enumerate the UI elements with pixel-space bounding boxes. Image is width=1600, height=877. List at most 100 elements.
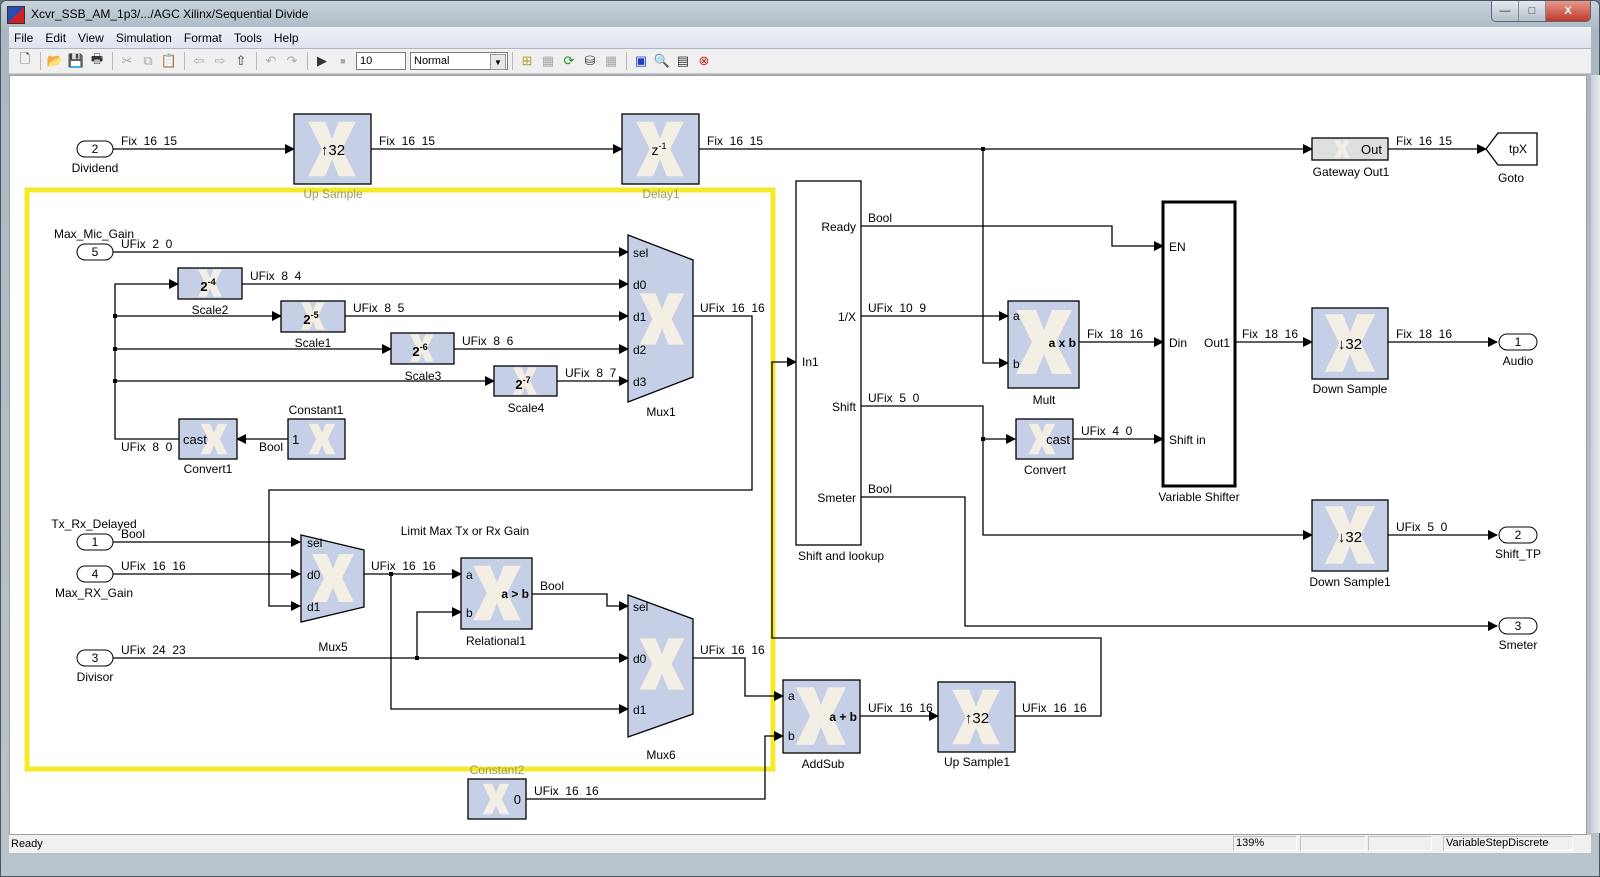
block-scale4[interactable]: 2-7 Scale4 [493,365,558,415]
block-name: Convert1 [184,462,233,476]
simulation-mode-select[interactable]: Normal ▼ [410,52,508,70]
block-addsub[interactable]: a b a + b AddSub [782,679,861,771]
undo-icon[interactable]: ↶ [265,53,277,68]
block-convert1[interactable]: cast Convert1 [178,418,238,476]
block-name: Constant1 [289,403,344,417]
port-label: d2 [633,343,647,357]
outport-smeter[interactable]: 3 Smeter [1498,617,1538,652]
status-cell [1368,836,1432,851]
maximize-button[interactable]: □ [1519,1,1546,21]
forward-icon[interactable]: ⇨ [214,53,226,68]
block-mux5[interactable]: sel d0 d1 Mux5 [300,534,365,654]
menu-format[interactable]: Format [183,30,222,45]
block-name: Scale3 [405,369,442,383]
block-up-sample[interactable]: ↑32 Up Sample [293,113,372,201]
block-down-sample1[interactable]: ↓32 Down Sample1 [1309,499,1391,589]
block-up-sample1[interactable]: ↑32 Up Sample1 [937,681,1016,769]
copy-icon[interactable]: ⧉ [143,53,153,68]
svg-text:2-5: 2-5 [303,310,318,327]
wire[interactable] [861,496,1498,631]
block-name: Variable Shifter [1158,490,1239,504]
signal-label: Fix 18 16 [1087,327,1143,341]
block-goto[interactable]: tpX Goto [1485,132,1538,185]
diagram-canvas[interactable]: Fix 16 15 Fix 16 15 Fix 16 15 Fix 16 15 … [9,75,1587,835]
signal-label: UFix 2 0 [121,237,173,251]
signal-label: UFix 8 5 [353,301,405,315]
port-number: 1 [92,535,99,549]
wire[interactable] [390,574,629,714]
profiler-icon[interactable]: ⊗ [698,53,710,68]
close-button[interactable]: X [1546,1,1590,21]
block-gateway-out1[interactable]: Out Gateway Out1 [1311,137,1390,179]
chevron-down-icon[interactable]: ▼ [490,54,506,70]
inport-divisor[interactable]: 3 Divisor [76,649,114,684]
port-label: d1 [307,600,321,614]
start-simulation-icon[interactable]: ▶ [317,53,327,68]
block-scale3[interactable]: 2-6 Scale3 [390,332,455,383]
port-label: Din [1169,336,1187,350]
inport-max-mic-gain[interactable]: 5 Max_Mic_Gain [54,227,134,261]
wire[interactable] [861,225,1164,251]
block-scale1[interactable]: 2-5 Scale1 [280,300,346,350]
outport-audio[interactable]: 1 Audio [1498,333,1538,368]
library-browser-icon[interactable]: ⛁ [584,53,596,68]
signal-label: UFix 16 16 [371,559,436,573]
refresh-icon[interactable]: ⟳ [563,53,575,68]
title-bar[interactable]: Xcvr_SSB_AM_1p3/.../AGC Xilinx/Sequentia… [1,1,1599,27]
menu-tools[interactable]: Tools [233,30,262,45]
wire[interactable] [416,607,462,658]
model-explorer-icon[interactable]: ▦ [604,53,618,68]
block-relational1[interactable]: a b a > b Relational1 [460,557,533,648]
menu-view[interactable]: View [78,30,104,45]
toolbar-separator [40,52,41,70]
menu-simulation[interactable]: Simulation [115,30,172,45]
wire[interactable] [771,357,1102,717]
up-icon[interactable]: ⇧ [235,53,247,68]
cut-icon[interactable]: ✂ [121,53,133,68]
vertical-scrollbar[interactable] [1591,75,1600,833]
print-icon[interactable]: 🖶 [90,51,104,66]
wire[interactable] [532,593,629,611]
paste-icon[interactable]: 📋 [160,53,178,68]
port-label: d0 [633,278,647,292]
inport-tx-rx-delayed[interactable]: 1 Tx_Rx_Delayed [51,517,137,551]
wire[interactable] [982,149,1009,368]
new-model-icon[interactable]: 🗋 [19,51,31,66]
block-shift-and-lookup[interactable]: In1 Ready 1/X Shift Smeter Shift and loo… [795,180,884,563]
minimize-button[interactable]: — [1492,1,1519,21]
block-constant2[interactable]: 0 Constant2 [467,763,527,820]
block-constant1[interactable]: 1 Constant1 [287,403,346,460]
wire[interactable] [526,731,784,800]
svg-text:2-4: 2-4 [200,277,215,294]
build-icon[interactable]: ⊞ [521,53,533,68]
properties-icon[interactable]: ▤ [676,53,690,68]
open-icon[interactable]: 📂 [46,53,64,68]
stop-time-input[interactable] [356,52,406,70]
back-icon[interactable]: ⇦ [193,53,205,68]
stop-simulation-icon[interactable]: ■ [340,56,346,66]
menu-file[interactable]: File [14,30,34,45]
block-scale2[interactable]: 2-4 Scale2 [177,267,243,317]
debugger-icon[interactable]: ▣ [634,53,648,68]
redo-icon[interactable]: ↷ [286,53,298,68]
wire[interactable] [114,279,179,440]
wire[interactable] [693,657,784,701]
menu-edit[interactable]: Edit [45,30,67,45]
inport-max-rx-gain[interactable]: 4 Max_RX_Gain [55,565,133,600]
block-convert[interactable]: cast Convert [1015,418,1074,477]
annotation-text[interactable]: Limit Max Tx or Rx Gain [401,524,529,538]
outport-shift-tp[interactable]: 2 Shift_TP [1495,526,1541,561]
menu-help[interactable]: Help [273,30,299,45]
block-mux1[interactable]: sel d0 d1 d2 d3 Mux1 [627,234,694,419]
update-diagram-icon[interactable]: ▦ [541,53,555,68]
block-delay1[interactable]: z-1 Delay1 [621,113,700,201]
model-advisor-icon[interactable]: 🔍 [653,53,671,68]
block-variable-shifter[interactable]: EN Din Shift in Out1 Variable Shifter [1158,200,1240,504]
save-icon[interactable]: 💾 [67,53,85,68]
block-mux6[interactable]: sel d0 d1 Mux6 [627,594,694,762]
wire[interactable] [861,405,1313,540]
wire[interactable] [268,315,753,611]
inport-dividend[interactable]: 2 Dividend [72,140,119,175]
block-mult[interactable]: a b a x b Mult [1007,300,1080,407]
block-down-sample[interactable]: ↓32 Down Sample [1311,307,1389,396]
